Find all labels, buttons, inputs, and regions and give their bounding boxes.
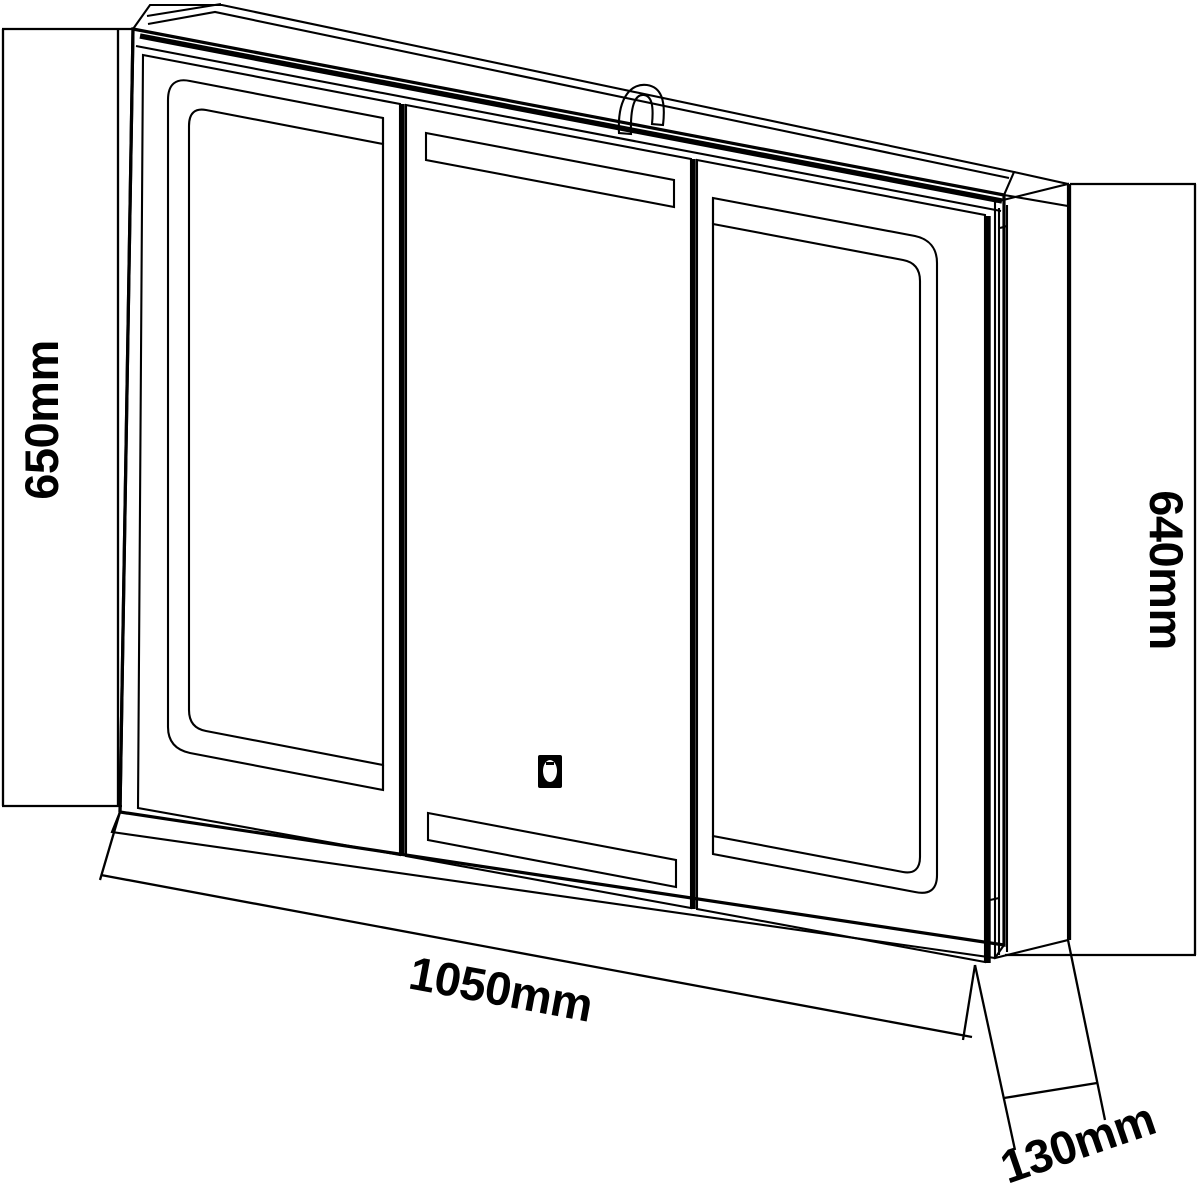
top-panel-right-endcap [1003,170,1070,208]
cabinet-right-side-panel [985,182,1070,963]
ext-line-1050-right [961,964,977,1041]
left-door-outline [136,53,402,857]
dim-line-130 [1003,1081,1098,1100]
center-door[interactable] [404,103,693,910]
ext-line-130-left [973,964,1017,1151]
bottom-apron-face [110,810,1006,960]
bottom-apron-left-edge [111,811,121,833]
ext-line-1050-left [98,811,122,881]
left-door-led-frame-outer [166,79,385,792]
door-gaps [399,104,696,909]
top-panel-back-band [146,2,222,18]
dimension-130mm-group [973,939,1107,1151]
svg-text:1050mm: 1050mm [405,946,597,1032]
cabinet-left-edge [118,28,135,813]
dim-label-650: 650mm [15,340,68,500]
svg-text:130mm: 130mm [994,1091,1162,1193]
dimension-1050mm-group [98,811,977,1041]
top-panel-front-lip-edge [135,44,1002,213]
center-door-led-strip-top [424,131,676,209]
ext-line-130-right [1066,939,1107,1121]
center-door-led-strip-bottom [426,811,678,889]
left-door[interactable] [136,53,402,857]
right-door[interactable] [695,158,987,964]
dimension-650mm-group [1,27,133,808]
side-panel-notch-bottom [989,896,1000,902]
right-side-panel-face [993,182,1070,960]
right-door-led-frame-inner [711,222,922,874]
dim-label-130: 130mm [994,1091,1162,1193]
top-panel-surface [131,3,1016,197]
touch-sensor-glyph [546,762,554,765]
svg-text:640mm: 640mm [1140,490,1193,650]
touch-sensor-indicator [543,760,557,782]
dim-label-640: 640mm [1140,490,1193,650]
hanger-hook-loop [617,83,665,136]
touch-sensor-switch[interactable] [538,755,562,788]
left-door-led-frame-inner [187,108,385,767]
svg-text:650mm: 650mm [15,340,68,500]
cabinet-top-panel [131,2,1070,213]
side-panel-notch-top [999,224,1008,230]
cabinet-carcass [118,27,1006,947]
cabinet-front-face-outline [118,27,1006,947]
dim-label-1050: 1050mm [405,946,597,1032]
right-door-led-frame-outer [711,196,939,894]
right-door-outline [695,158,987,964]
top-panel-inner-ridge [147,10,1010,180]
top-hanger-hook [617,83,665,136]
top-panel-front-lip-band [139,33,1003,204]
dimension-640mm-group [1005,182,1197,957]
dim-line-1050 [100,873,973,1039]
cabinet-bottom-apron [110,810,1006,960]
